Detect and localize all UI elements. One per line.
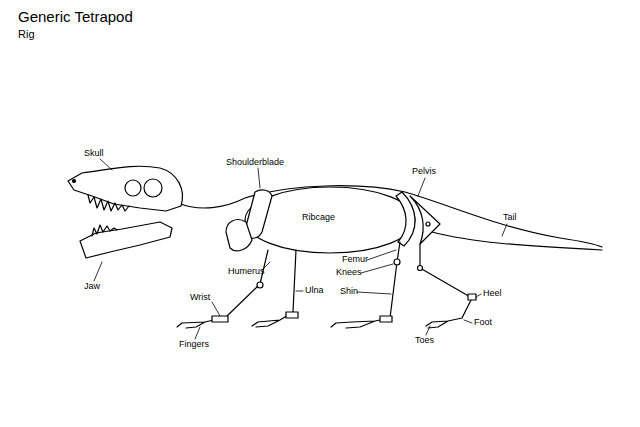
jaw-shape [80,222,172,258]
leader-line [212,302,220,316]
part-label: Femur [342,255,368,265]
part-label: Wrist [190,293,210,303]
leader-line [94,262,102,281]
front-leg-far [226,250,268,317]
leader-line [195,327,200,339]
part-label: Shoulderblade [226,158,284,168]
part-label: Tail [503,213,517,223]
elbow-joint [257,282,263,288]
leader-line [464,320,472,323]
eye-socket [144,179,162,197]
leader-line [100,159,112,170]
part-label: Toes [415,336,434,346]
skull-shape [68,166,182,211]
leader-line [367,250,396,260]
subtitle-label: Rig [18,28,35,40]
part-label: Ribcage [302,213,335,223]
part-label: Humerus [228,267,265,277]
leader-line [361,264,393,273]
wrist-bone [286,312,298,318]
nostril [73,180,76,183]
part-label: Jaw [84,282,100,292]
hip-joint [426,222,430,226]
leader-lines [94,159,507,339]
upper-teeth [88,195,129,211]
ankle-bone [380,316,392,322]
leader-line [426,326,430,335]
part-label: Heel [483,289,502,299]
diagram-title: Generic Tetrapod [18,9,133,26]
leader-line [418,178,425,196]
leader-line [357,292,391,294]
leader-line [258,168,260,188]
part-label: Knees [336,268,362,278]
heel-bone [468,294,476,300]
wrist-bone [212,316,228,322]
lower-teeth [92,225,117,236]
part-label: Pelvis [412,167,436,177]
hind-leg-far [420,244,472,328]
leader-line [476,294,481,297]
pelvis-band [396,192,415,246]
part-label: Foot [474,318,492,328]
leader-line [296,291,303,292]
shoulder-joint [226,220,252,251]
tail-underside [432,232,602,250]
part-label: Fingers [179,340,209,350]
leader-line [502,224,507,236]
knee-joint [418,266,423,271]
part-label: Skull [84,149,104,159]
part-label: Shin [340,287,358,297]
eye-socket [125,180,141,196]
pelvis-blade [410,196,440,244]
knee-joint [394,259,400,265]
ribcage-shape [245,187,415,253]
hind-leg-near [331,242,400,328]
part-label: Ulna [305,286,324,296]
